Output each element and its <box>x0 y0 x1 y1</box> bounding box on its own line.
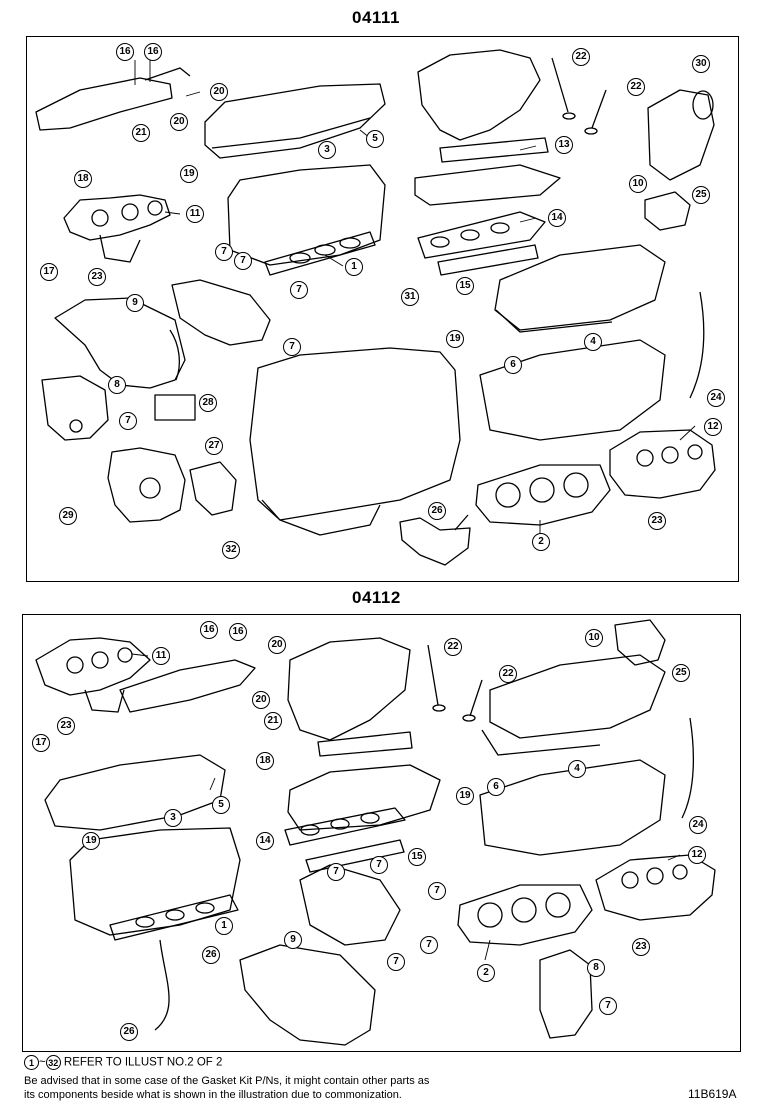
callout: 22 <box>572 48 590 66</box>
kit-part-number-bottom: 04112 <box>352 588 401 607</box>
callout: 8 <box>587 959 605 977</box>
callout: 7 <box>119 412 137 430</box>
reference-note: 1~32 REFER TO ILLUST NO.2 OF 2 <box>24 1055 222 1070</box>
callout: 7 <box>215 243 233 261</box>
callout: 19 <box>456 787 474 805</box>
callout: 20 <box>268 636 286 654</box>
callout: 17 <box>40 263 58 281</box>
callout: 18 <box>256 752 274 770</box>
callout: 16 <box>229 623 247 641</box>
callout: 23 <box>632 938 650 956</box>
callout: 11 <box>152 647 170 665</box>
callout: 25 <box>692 186 710 204</box>
callout: 4 <box>568 760 586 778</box>
callout: 3 <box>318 141 336 159</box>
callout: 30 <box>692 55 710 73</box>
callout: 15 <box>408 848 426 866</box>
reference-note-text: REFER TO ILLUST NO.2 OF 2 <box>63 1056 223 1069</box>
callout: 2 <box>532 533 550 551</box>
callout: 13 <box>555 136 573 154</box>
reference-range-start: 1 <box>24 1055 39 1070</box>
callout: 32 <box>222 541 240 559</box>
callout: 9 <box>284 931 302 949</box>
callout: 7 <box>290 281 308 299</box>
callout: 1 <box>215 917 233 935</box>
callout: 7 <box>234 252 252 270</box>
callout: 20 <box>210 83 228 101</box>
reference-range-separator: ~ <box>39 1056 46 1069</box>
callout: 20 <box>252 691 270 709</box>
callout: 24 <box>689 816 707 834</box>
callout: 14 <box>256 832 274 850</box>
callout: 14 <box>548 209 566 227</box>
illustration-code: 11B619A <box>688 1087 737 1101</box>
advisory-line-2: its components beside what is shown in t… <box>24 1089 402 1101</box>
callout: 2 <box>477 964 495 982</box>
callout: 7 <box>428 882 446 900</box>
callout: 26 <box>202 946 220 964</box>
callout: 7 <box>283 338 301 356</box>
callout: 17 <box>32 734 50 752</box>
callout: 19 <box>82 832 100 850</box>
callout: 16 <box>200 621 218 639</box>
callout: 25 <box>672 664 690 682</box>
callout: 23 <box>88 268 106 286</box>
callout: 5 <box>212 796 230 814</box>
kit-panel-bottom <box>22 614 741 1052</box>
callout: 22 <box>627 78 645 96</box>
callout: 3 <box>164 809 182 827</box>
callout: 31 <box>401 288 419 306</box>
callout: 12 <box>704 418 722 436</box>
callout: 29 <box>59 507 77 525</box>
callout: 20 <box>170 113 188 131</box>
callout: 24 <box>707 389 725 407</box>
callout: 7 <box>599 997 617 1015</box>
callout: 7 <box>370 856 388 874</box>
reference-range-end: 32 <box>45 1055 61 1070</box>
callout: 15 <box>456 277 474 295</box>
callout: 4 <box>584 333 602 351</box>
callout: 8 <box>108 376 126 394</box>
callout: 22 <box>499 665 517 683</box>
callout: 23 <box>648 512 666 530</box>
kit-part-number-top: 04111 <box>352 8 400 27</box>
callout: 7 <box>387 953 405 971</box>
callout: 7 <box>327 863 345 881</box>
callout: 1 <box>345 258 363 276</box>
callout: 28 <box>199 394 217 412</box>
callout: 27 <box>205 437 223 455</box>
callout: 12 <box>688 846 706 864</box>
callout: 22 <box>444 638 462 656</box>
callout: 6 <box>487 778 505 796</box>
advisory-line-1: Be advised that in some case of the Gask… <box>24 1075 430 1087</box>
callout: 6 <box>504 356 522 374</box>
callout: 16 <box>116 43 134 61</box>
kit-panel-top <box>26 36 739 582</box>
callout: 7 <box>420 936 438 954</box>
callout: 26 <box>428 502 446 520</box>
callout: 11 <box>186 205 204 223</box>
callout: 26 <box>120 1023 138 1041</box>
callout: 18 <box>74 170 92 188</box>
callout: 21 <box>132 124 150 142</box>
callout: 21 <box>264 712 282 730</box>
callout: 10 <box>585 629 603 647</box>
callout: 5 <box>366 130 384 148</box>
callout: 16 <box>144 43 162 61</box>
callout: 19 <box>446 330 464 348</box>
callout: 19 <box>180 165 198 183</box>
callout: 23 <box>57 717 75 735</box>
callout: 9 <box>126 294 144 312</box>
callout: 10 <box>629 175 647 193</box>
